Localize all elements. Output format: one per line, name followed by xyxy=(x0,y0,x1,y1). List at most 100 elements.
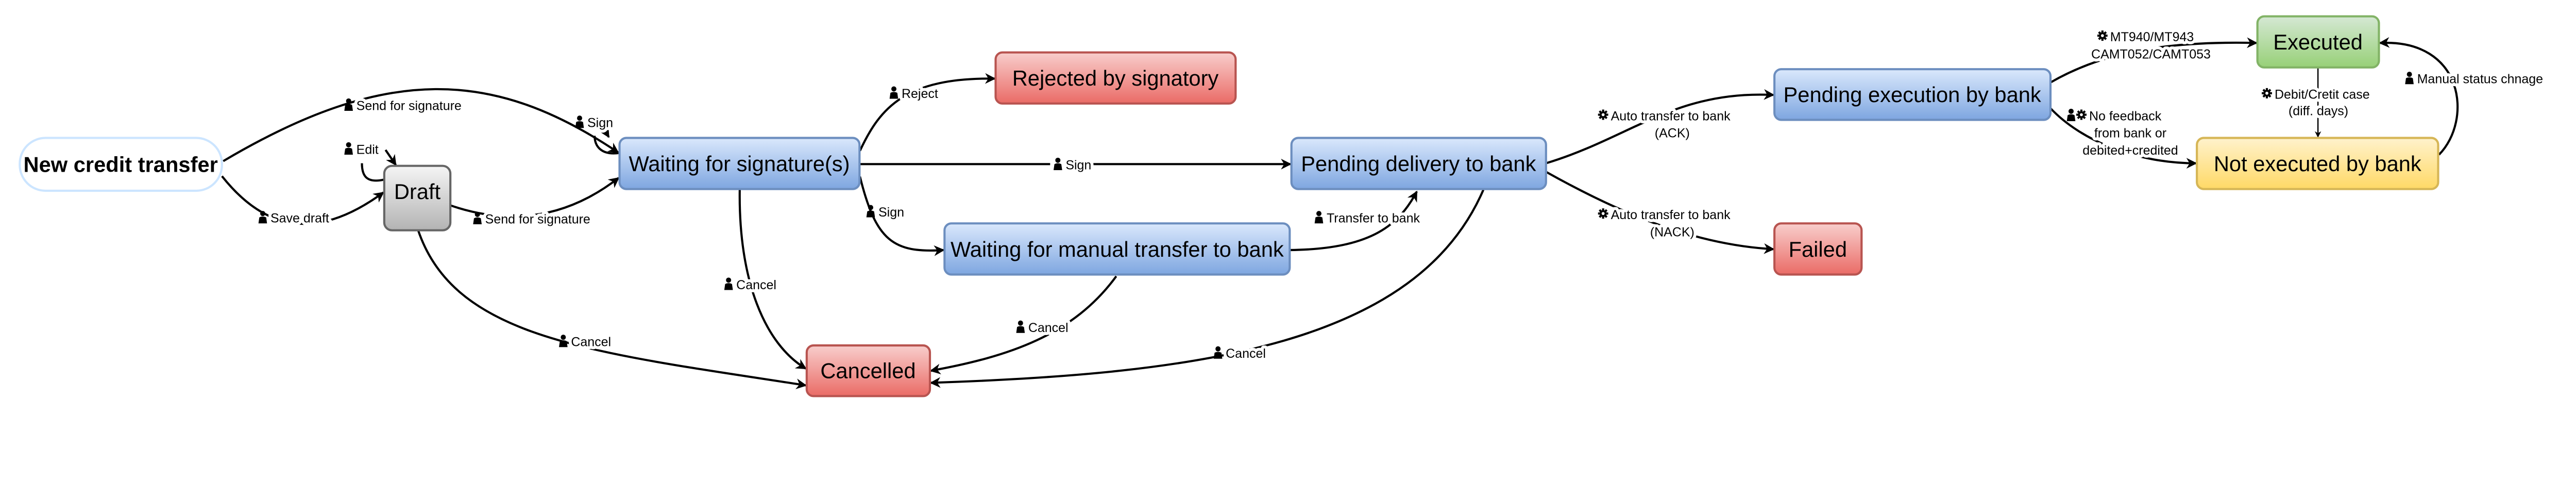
person-icon xyxy=(2405,72,2414,85)
edge-new-to-waiting[interactable] xyxy=(223,88,619,162)
node-label: New credit transfer xyxy=(23,153,217,177)
edge-labels: Send for signature Save draft Edit Send … xyxy=(258,27,2546,364)
edge-label-draft-cancel: Cancel xyxy=(558,332,614,352)
edge-label-waiting-cancel: Cancel xyxy=(724,275,779,295)
edge-label-waiting-sign-delivery: Sign xyxy=(1050,155,1094,175)
edge-label-new-to-draft: Save draft xyxy=(258,208,332,228)
edge-waiting-cancel[interactable] xyxy=(738,190,807,370)
edge-label-text: Reject xyxy=(902,87,938,101)
person-icon xyxy=(344,142,353,155)
edge-label-draft-edit: Edit xyxy=(344,139,382,160)
edge-waiting-sign-loop[interactable] xyxy=(594,136,620,155)
person-icon xyxy=(2066,108,2076,121)
node-new-credit-transfer[interactable]: New credit transfer xyxy=(19,137,223,192)
edge-label-text: (ACK) xyxy=(1655,126,1690,141)
edge-label-debit-credit: Debit/Cretit case (diff. days) xyxy=(2261,85,2372,121)
edge-label-text: CAMT052/CAMT053 xyxy=(2091,47,2211,61)
person-icon xyxy=(866,205,875,218)
edge-label-text: Edit xyxy=(357,142,379,157)
edge-label-draft-to-waiting: Send for signature xyxy=(473,209,594,229)
edge-label-text: Cancel xyxy=(1028,321,1069,335)
edge-label-text: Manual status chnage xyxy=(2417,72,2543,87)
edge-label-auto-nack: Auto transfer to bank (NACK) xyxy=(1598,205,1734,242)
edge-draft-edit-arrow[interactable] xyxy=(384,149,397,166)
edge-label-text: Save draft xyxy=(270,211,329,226)
person-icon xyxy=(1213,346,1223,359)
person-icon xyxy=(889,86,899,99)
edge-label-text: Cancel xyxy=(571,335,611,350)
edge-label-text: debited+credited xyxy=(2082,143,2178,158)
gear-icon xyxy=(2261,88,2272,98)
node-label: Waiting for signature(s) xyxy=(629,152,850,176)
node-pending-delivery-to-bank[interactable]: Pending delivery to bank xyxy=(1290,137,1547,190)
workflow-diagram: Send for signature Save draft Edit Send … xyxy=(19,15,2546,397)
edge-waiting-sign-arrow[interactable] xyxy=(598,120,610,138)
node-waiting-for-signatures[interactable]: Waiting for signature(s) xyxy=(618,137,861,190)
node-waiting-for-manual-transfer[interactable]: Waiting for manual transfer to bank xyxy=(943,222,1291,276)
edge-label-new-to-waiting: Send for signature xyxy=(344,95,465,116)
node-draft[interactable]: Draft xyxy=(383,164,452,231)
edge-draft-to-waiting[interactable] xyxy=(450,177,620,218)
edge-label-text: Send for signature xyxy=(357,98,462,113)
edge-auto-ack[interactable] xyxy=(1546,89,1775,164)
person-icon xyxy=(724,277,733,290)
edge-delivery-cancel[interactable] xyxy=(929,189,1485,388)
edge-label-manual-transfer: Transfer to bank xyxy=(1314,208,1423,228)
edge-label-text: Auto transfer to bank xyxy=(1611,208,1731,222)
edge-label-text: (NACK) xyxy=(1650,225,1694,239)
edge-auto-nack[interactable] xyxy=(1545,171,1775,254)
edge-label-text: Sign xyxy=(878,205,904,220)
edge-label-text: Debit/Cretit case xyxy=(2275,88,2370,102)
node-label: Failed xyxy=(1789,237,1847,261)
node-label: Executed xyxy=(2273,30,2363,54)
gear-icon xyxy=(1598,109,1608,120)
edge-statement[interactable] xyxy=(2049,37,2258,84)
person-icon xyxy=(575,115,584,128)
node-label: Pending execution by bank xyxy=(1784,82,2041,107)
edge-label-manual-status: Manual status chnage xyxy=(2405,69,2546,89)
edge-label-text: Transfer to bank xyxy=(1327,211,1420,226)
gear-icon xyxy=(2097,30,2108,41)
node-executed[interactable]: Executed xyxy=(2256,15,2380,69)
node-rejected-by-signatory[interactable]: Rejected by signatory xyxy=(994,51,1237,105)
edge-label-text: Auto transfer to bank xyxy=(1611,109,1731,123)
edge-no-feedback[interactable] xyxy=(2049,107,2197,169)
node-failed[interactable]: Failed xyxy=(1773,222,1863,276)
node-pending-execution-by-bank[interactable]: Pending execution by bank xyxy=(1773,68,2052,121)
edge-label-text: Cancel xyxy=(1226,346,1266,361)
edge-draft-edit-loop[interactable] xyxy=(361,163,385,182)
node-label: Not executed by bank xyxy=(2214,152,2421,176)
edge-label-text: Cancel xyxy=(736,278,776,292)
node-label: Rejected by signatory xyxy=(1012,66,1219,90)
node-label: Pending delivery to bank xyxy=(1301,152,1536,176)
edge-label-no-feedback: No feedback from bank or debited+credited xyxy=(2066,106,2181,161)
edge-label-text: Sign xyxy=(1065,158,1091,172)
person-icon xyxy=(258,211,267,224)
edge-label-waiting-sign-manual: Sign xyxy=(866,202,907,223)
edge-label-text: (diff. days) xyxy=(2289,104,2348,118)
edge-label-text: from bank or xyxy=(2094,126,2166,141)
edge-new-to-draft[interactable] xyxy=(221,175,384,225)
gear-icon xyxy=(2076,109,2087,120)
edge-label-waiting-sign-self: Sign xyxy=(575,113,616,133)
node-cancelled[interactable]: Cancelled xyxy=(805,344,931,397)
edge-waiting-reject[interactable] xyxy=(859,73,996,152)
edge-label-manual-cancel: Cancel xyxy=(1016,318,1071,338)
edge-label-auto-ack: Auto transfer to bank (ACK) xyxy=(1598,106,1734,143)
edge-waiting-sign-manual[interactable] xyxy=(859,176,945,256)
edges xyxy=(221,37,2459,389)
edge-label-text: No feedback xyxy=(2089,109,2162,123)
person-icon xyxy=(1314,211,1324,224)
edge-label-text: Sign xyxy=(587,116,613,130)
edge-label-delivery-cancel: Cancel xyxy=(1213,343,1269,364)
edge-draft-cancel[interactable] xyxy=(417,229,807,389)
node-label: Draft xyxy=(394,179,441,204)
gear-icon xyxy=(1598,208,1608,219)
node-not-executed-by-bank[interactable]: Not executed by bank xyxy=(2196,137,2439,190)
edge-label-text: Send for signature xyxy=(485,212,590,226)
person-icon xyxy=(1016,320,1025,333)
edge-manual-cancel[interactable] xyxy=(929,275,1117,375)
edge-manual-transfer[interactable] xyxy=(1290,190,1418,252)
edge-manual-status[interactable] xyxy=(2379,37,2459,156)
edge-label-text: MT940/MT943 xyxy=(2110,30,2194,44)
